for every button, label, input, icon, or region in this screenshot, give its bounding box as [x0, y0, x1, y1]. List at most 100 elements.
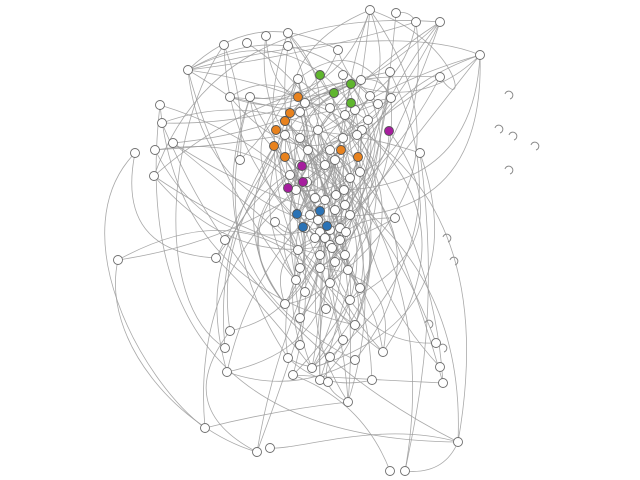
- graph-node-purple: [283, 183, 293, 193]
- graph-node: [211, 253, 221, 263]
- graph-edge: [319, 267, 386, 353]
- graph-node: [330, 155, 340, 165]
- graph-node-green: [346, 79, 356, 89]
- graph-node: [340, 110, 350, 120]
- graph-edge: [232, 96, 356, 361]
- graph-edge: [292, 299, 351, 376]
- graph-node: [285, 170, 295, 180]
- graph-edge: [287, 32, 320, 151]
- graph-edge: [284, 54, 481, 158]
- graph-node: [220, 343, 230, 353]
- graph-node: [149, 171, 159, 181]
- graph-edge: [153, 20, 441, 177]
- graph-node: [333, 45, 343, 55]
- graph-node: [307, 363, 317, 373]
- graph-node: [245, 92, 255, 102]
- graph-edge: [161, 122, 459, 443]
- graph-edge: [323, 159, 351, 301]
- graph-node: [356, 75, 366, 85]
- graph-node-blue: [315, 206, 325, 216]
- graph-node-orange: [285, 108, 295, 118]
- self-loop-node: [494, 124, 504, 134]
- graph-node: [390, 213, 400, 223]
- graph-node: [438, 378, 448, 388]
- graph-edge: [404, 152, 429, 472]
- graph-node: [355, 283, 365, 293]
- graph-node-purple: [298, 177, 308, 187]
- graph-edge: [222, 145, 275, 349]
- graph-edge: [187, 31, 339, 71]
- graph-node: [325, 352, 335, 362]
- graph-node: [435, 362, 445, 372]
- self-loop-layer: [424, 90, 540, 353]
- graph-node: [391, 8, 401, 18]
- graph-edge: [319, 74, 444, 384]
- graph-edge: [269, 433, 459, 449]
- graph-edge: [187, 50, 356, 111]
- graph-node: [235, 155, 245, 165]
- graph-edge: [204, 401, 349, 429]
- graph-node: [315, 375, 325, 385]
- graph-node: [350, 320, 360, 330]
- graph-node: [453, 437, 463, 447]
- graph-edge: [349, 109, 361, 173]
- graph-edge: [275, 129, 421, 154]
- graph-edge: [187, 69, 467, 443]
- graph-edge: [329, 71, 420, 358]
- graph-node: [385, 67, 395, 77]
- graph-edge: [175, 44, 226, 349]
- graph-node: [343, 265, 353, 275]
- graph-edge: [205, 330, 258, 453]
- graph-node: [150, 145, 160, 155]
- graph-edge: [229, 9, 371, 100]
- graph-node: [313, 215, 323, 225]
- graph-node: [330, 205, 340, 215]
- graph-edge: [154, 146, 331, 284]
- graph-edge: [290, 9, 371, 167]
- graph-node: [352, 130, 362, 140]
- graph-edge: [299, 254, 321, 319]
- graph-edge: [287, 339, 344, 367]
- graph-node: [303, 145, 313, 155]
- self-loop-node: [504, 90, 514, 100]
- graph-node: [415, 148, 425, 158]
- graph-edge: [131, 152, 217, 259]
- graph-node: [219, 40, 229, 50]
- graph-node: [338, 335, 348, 345]
- graph-node: [323, 377, 333, 387]
- graph-node: [280, 299, 290, 309]
- graph-edge: [319, 12, 397, 381]
- graph-node: [280, 130, 290, 140]
- graph-edge: [226, 156, 286, 332]
- graph-node: [340, 250, 350, 260]
- graph-edge: [260, 78, 306, 229]
- graph-node: [431, 338, 441, 348]
- graph-node: [345, 173, 355, 183]
- self-loop-node: [530, 141, 540, 151]
- graph-node-green: [329, 88, 339, 98]
- graph-node-blue: [298, 222, 308, 232]
- graph-edge: [326, 83, 372, 227]
- graph-node: [345, 210, 355, 220]
- graph-node: [345, 295, 355, 305]
- graph-node: [291, 275, 301, 285]
- graph-edge: [153, 75, 441, 177]
- graph-edge: [187, 69, 306, 293]
- graph-edge: [117, 230, 356, 326]
- graph-node: [411, 17, 421, 27]
- graph-node: [325, 103, 335, 113]
- graph-node: [341, 227, 351, 237]
- graph-node: [386, 93, 396, 103]
- graph-edge: [172, 142, 321, 269]
- graph-edge: [299, 229, 331, 369]
- graph-edge: [350, 54, 481, 93]
- graph-node: [295, 340, 305, 350]
- graph-node-green: [315, 70, 325, 80]
- graph-node: [220, 235, 230, 245]
- graph-edge: [299, 111, 413, 472]
- graph-node: [288, 370, 298, 380]
- graph-node: [367, 375, 377, 385]
- graph-node-orange: [280, 116, 290, 126]
- graph-edge: [215, 257, 313, 369]
- graph-node: [475, 50, 485, 60]
